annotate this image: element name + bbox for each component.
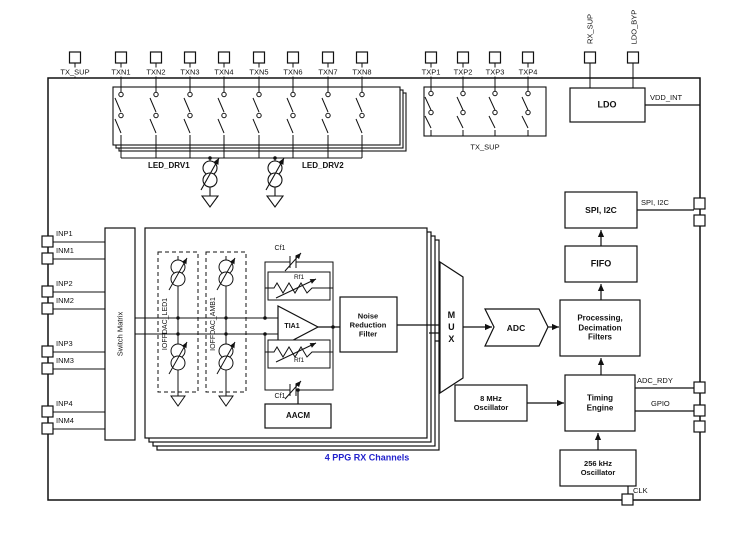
feedback-network-top	[264, 252, 334, 327]
pin-label-txn1: TXN1	[110, 67, 132, 77]
noise-filter-label: Noise Reduction Filter	[349, 311, 387, 339]
tia-amplifier	[277, 305, 340, 349]
pin-label-txn7: TXN7	[317, 67, 339, 77]
pin-label-txp4: TXP4	[517, 67, 539, 77]
feedback-network-bottom	[264, 327, 334, 400]
pin-label-txn2: TXN2	[145, 67, 167, 77]
channels-caption: 4 PPG RX Channels	[324, 452, 410, 463]
noise-filter-block	[339, 296, 440, 353]
pin-label-inp4: INP4	[56, 399, 73, 408]
ioffdac-amb1	[205, 251, 247, 407]
osc-256khz-label: 256 kHz Oscillator	[580, 459, 616, 477]
input-wires	[53, 241, 105, 430]
pin-label-txn5: TXN5	[248, 67, 270, 77]
ioffdac-led1	[157, 251, 199, 407]
pin-label-inm1: INM1	[56, 246, 74, 255]
net-label-clk: CLK	[633, 486, 648, 495]
processing-label: Processing, Decimation Filters	[577, 313, 623, 342]
mux-shape	[429, 260, 492, 395]
pin-label-inm2: INM2	[56, 296, 74, 305]
led-drv1-label: LED_DRV1	[147, 161, 191, 171]
pin-label-txn4: TXN4	[213, 67, 235, 77]
aacm-block	[264, 390, 332, 429]
switch-matrix-label: Switch Matrix	[115, 311, 125, 357]
aacm-label: AACM	[286, 411, 310, 421]
pin-label-rx-sup: RX_SUP	[585, 13, 595, 45]
timing-label: Timing Engine	[586, 393, 614, 412]
junction-dots	[176, 156, 335, 392]
net-label-spi-i2c: SPI, I2C	[641, 198, 669, 207]
pin-label-txn3: TXN3	[179, 67, 201, 77]
net-label-adc-rdy: ADC_RDY	[637, 376, 673, 385]
led-driver-current-sources	[200, 157, 285, 208]
cf1-top-label: Cf1	[274, 244, 286, 252]
adc-label: ADC	[506, 322, 526, 333]
pin-label-inm4: INM4	[56, 416, 74, 425]
pin-label-ldo-byp: LDO_BYP	[629, 9, 639, 45]
osc-256khz-block	[559, 433, 637, 494]
rf1-top-label: Rf1	[293, 274, 305, 282]
txn-switch-bank	[112, 86, 407, 152]
pin-squares	[41, 51, 706, 506]
adc-shape	[484, 308, 559, 347]
led-drv2-label: LED_DRV2	[301, 161, 345, 171]
tx-sup-rail-label: TX_SUP	[470, 142, 500, 152]
osc-8mhz-label: 8 MHz Oscillator	[473, 394, 509, 412]
pin-label-inp3: INP3	[56, 339, 73, 348]
ldo-label: LDO	[597, 99, 617, 110]
tia-label: TIA1	[284, 322, 300, 330]
cf1-bottom-label: Cf1	[274, 392, 286, 400]
timing-block	[564, 358, 694, 432]
pin-label-txn8: TXN8	[351, 67, 373, 77]
net-label-gpio: GPIO	[651, 399, 670, 408]
spi-block	[564, 191, 694, 229]
fifo-label: FIFO	[590, 258, 612, 269]
ioffdac-led1-label: IOFFDAC_LED1	[161, 297, 169, 351]
fifo-block	[564, 230, 638, 283]
ioffdac-amb1-label: IOFFDAC_AMB1	[209, 297, 217, 351]
rf1-bottom-label: Rf1	[293, 357, 305, 365]
processing-block	[559, 284, 641, 357]
pin-label-inp2: INP2	[56, 279, 73, 288]
switch-matrix-block	[104, 227, 136, 441]
pin-label-inm3: INM3	[56, 356, 74, 365]
ldo-block	[569, 87, 700, 123]
pin-label-txp2: TXP2	[452, 67, 474, 77]
pin-label-txp1: TXP1	[420, 67, 442, 77]
osc-8mhz-block	[454, 384, 564, 422]
pin-label-txp3: TXP3	[484, 67, 506, 77]
net-label-vdd-int: VDD_INT	[650, 93, 683, 102]
txp-switches	[424, 90, 531, 136]
pin-label-tx-sup: TX_SUP	[59, 67, 91, 77]
pin-label-inp1: INP1	[56, 229, 73, 238]
spi-i2c-label: SPI, I2C	[585, 204, 617, 215]
mux-label: MUX	[446, 310, 457, 346]
pin-label-txn6: TXN6	[282, 67, 304, 77]
